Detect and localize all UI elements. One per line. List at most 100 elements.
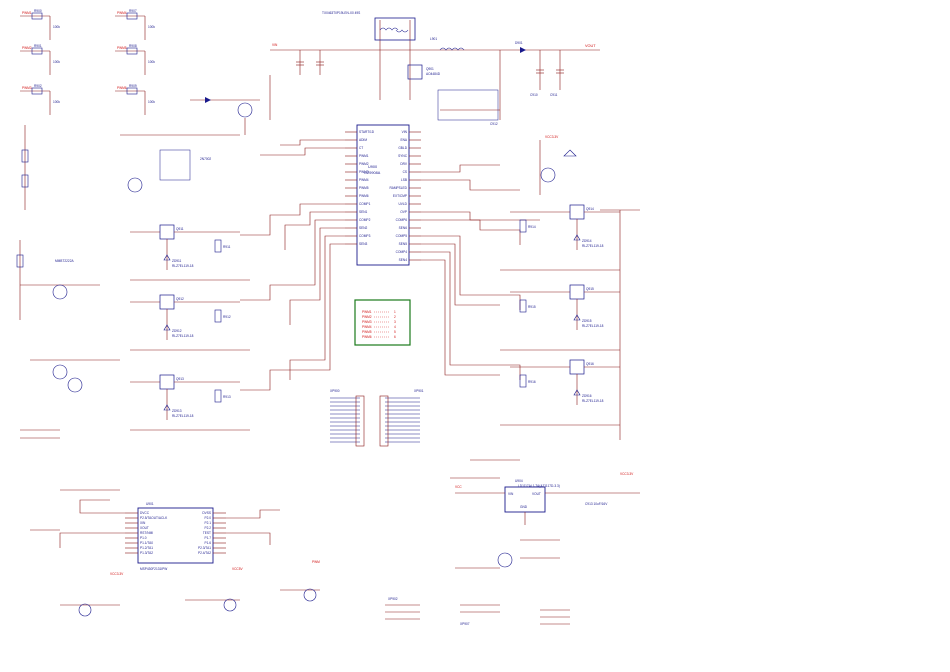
ch5-fet: Q915 xyxy=(586,287,594,291)
reg-input-net: VCC xyxy=(455,485,462,489)
left-small-circuits: MMBT2222A 2N7002 xyxy=(16,75,271,439)
pwm-box-frame xyxy=(354,299,411,346)
u900-pin-r9: EXT/CMP xyxy=(393,194,407,198)
u900-part: OZ9908A xyxy=(364,171,381,175)
fet-part-2n7002: 2N7002 xyxy=(200,157,211,161)
ref-r908: R908 xyxy=(129,44,137,48)
u901-pin-l2: P2.5/TAOUT/ACLK xyxy=(140,516,168,520)
ch4-zener-part: RLZ7EL119-18 xyxy=(582,244,604,248)
reg-out-cap: C913 10uF/16V xyxy=(585,502,608,506)
inductor-ref: L901 xyxy=(430,37,437,41)
xp901-ref: XP901 xyxy=(414,389,424,393)
u900-pin-r11: OVP xyxy=(400,210,407,214)
driver-channel-4: Q914 ZD914 RLZ7EL119-18 R914 xyxy=(500,204,620,271)
u900-pin-r7: LSB xyxy=(401,178,407,182)
input-net: VIN xyxy=(272,43,278,47)
ch4-zener: ZD914 xyxy=(582,239,592,243)
ch3-fet: Q913 xyxy=(176,377,184,381)
cap-c910: C910 xyxy=(530,93,538,97)
driver-channel-6: Q916 ZD916 RLZ7EL119-18 R916 xyxy=(500,359,620,426)
u901-pin-r4: P2.2 xyxy=(204,526,211,530)
u901-pin-l4: XOUT xyxy=(140,526,149,530)
bottom-pwm: PWM xyxy=(312,560,320,564)
u900-pin-r17: SEN4 xyxy=(399,258,408,262)
u900-ref: U900 xyxy=(368,165,377,169)
cap-c911: C911 xyxy=(550,93,558,97)
u904-pin-vin: VIN xyxy=(508,492,514,496)
ref-r900: R900 xyxy=(34,9,42,13)
pwm-row-4-net: PWM4 xyxy=(362,325,372,329)
u900-pin-r14: COMP5 xyxy=(396,234,408,238)
fet-q901 xyxy=(407,64,423,80)
u901-pin-r5: TEST xyxy=(203,531,211,535)
u901-pin-l9: P1.3/TA2 xyxy=(140,551,153,555)
ch1-sense: R911 xyxy=(223,245,231,249)
ch3-zener-part: RLZ7EL119-18 xyxy=(172,414,194,418)
top-left-resistor-block: PWM1 R900 100k PWM2 R901 100k PWM3 R902 … xyxy=(20,9,155,115)
cap-c912: C912 xyxy=(490,122,498,126)
u900-pin-l9: PWM6 xyxy=(359,194,369,198)
output-net: VOUT xyxy=(585,44,596,48)
driver-channel-1: Q911 ZD911 RLZ7EL119-18 R911 xyxy=(130,224,250,281)
driver-channel-2: Q912 ZD912 RLZ7EL119-18 R912 xyxy=(130,294,250,351)
u900-pin-l12: COMP2 xyxy=(359,218,371,222)
u900-pin-r12: COMP6 xyxy=(396,218,408,222)
u900-pin-r8: RAMPSLED xyxy=(389,186,407,190)
pwm-row-1-val: 1 xyxy=(394,310,396,314)
u900-pin-r2: ENA xyxy=(400,138,407,142)
u900-pin-r1: VIN xyxy=(402,130,408,134)
transistor-part: MMBT2222A xyxy=(55,259,74,263)
xp907-ref: XP907 xyxy=(460,622,470,626)
ch3-sense: R913 xyxy=(223,395,231,399)
u900-pin-r15: SEN5 xyxy=(399,242,408,246)
right-routing-wires xyxy=(421,164,540,380)
transformer-body xyxy=(374,17,416,41)
u901-pin-r8: P2.3/TA1 xyxy=(198,546,211,550)
net-pwm2: PWM2 xyxy=(22,46,32,50)
bottom-vcc5: VCC5V xyxy=(232,567,244,571)
u900-pin-l15: SEN3 xyxy=(359,242,368,246)
u901-pin-l3: XIN xyxy=(140,521,146,525)
u900-body xyxy=(356,124,410,266)
pwm-row-6-val: 6 xyxy=(394,335,396,339)
transformer-part: TX0463T0P19LEN-X0 49S xyxy=(322,11,360,15)
val-r901: 100k xyxy=(53,60,60,64)
pwm-row-5-val: 5 xyxy=(394,330,396,334)
val-r902: 100k xyxy=(53,100,60,104)
fet-ref: Q901 xyxy=(426,67,434,71)
ref-r902: R902 xyxy=(34,84,42,88)
regulator-block: U904 LD1117AL1-TA(AZ1117D-3.3) VIN VOUT … xyxy=(450,459,640,569)
u900-pin-l3: CT xyxy=(359,146,363,150)
u901-pin-r7: P1.6 xyxy=(204,541,211,545)
ch6-fet: Q916 xyxy=(586,362,594,366)
net-pwm4: PWM4 xyxy=(117,11,127,15)
ch4-fet: Q914 xyxy=(586,207,594,211)
ch6-sense: R916 xyxy=(528,380,536,384)
u900-pin-l5: PWM2 xyxy=(359,162,369,166)
u901-part: MSP430F2131IPW xyxy=(140,567,167,571)
u904-pin-gnd: GND xyxy=(520,505,528,509)
u904-ref: U904 xyxy=(515,479,523,483)
pwm-row-1-net: PWM1 xyxy=(362,310,372,314)
xp901-pins xyxy=(385,397,420,443)
u900-pin-l7: PWM4 xyxy=(359,178,369,182)
ch1-fet: Q911 xyxy=(176,227,184,231)
u900-pin-r6: CS xyxy=(403,170,407,174)
u901-pin-l8: P1.2/TA1 xyxy=(140,546,153,550)
u900-pin-l13: SEN2 xyxy=(359,226,368,230)
u900-pin-r4: SYNC xyxy=(398,154,408,158)
u900-pin-l11: SEN1 xyxy=(359,210,368,214)
left-routing-wires xyxy=(240,139,345,391)
u901-pin-r2: P2.0 xyxy=(204,516,211,520)
u904-part: LD1117AL1-TA(AZ1117D-3.3) xyxy=(518,484,560,488)
u900-pin-l8: PWM5 xyxy=(359,186,369,190)
driver-channel-3: Q913 ZD913 RLZ7EL119-18 R913 xyxy=(130,374,250,431)
xp900-pins xyxy=(330,397,360,443)
net-pwm6: PWM6 xyxy=(117,86,127,90)
xp900-ref: XP900 xyxy=(330,389,340,393)
ch3-zener: ZD913 xyxy=(172,409,182,413)
ch5-zener-part: RLZ7EL119-18 xyxy=(582,324,604,328)
pwm-row-3-val: 3 xyxy=(394,320,396,324)
driver-channel-5: Q915 ZD915 RLZ7EL119-18 R915 xyxy=(500,284,620,351)
